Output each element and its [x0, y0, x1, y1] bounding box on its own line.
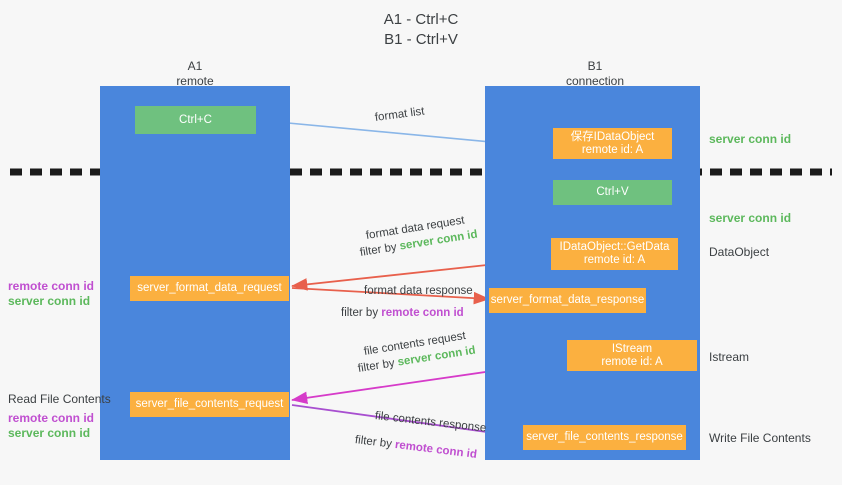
node-server-file-contents-response-label: server_file_contents_response — [526, 431, 683, 443]
column-a1-name: A1 — [187, 59, 203, 73]
node-getdata-line1: IDataObject::GetData — [559, 241, 670, 253]
edge-label-format-data-response: format data response — [364, 285, 473, 297]
node-save-idataobject[interactable]: 保存IDataObject remote id: A — [553, 128, 672, 159]
edge-format-data-response — [291, 287, 490, 305]
filter-prefix: filter by — [341, 307, 382, 319]
node-server-format-data-response[interactable]: server_format_data_response — [489, 288, 646, 313]
right-label-write-file-contents: Write File Contents — [709, 431, 811, 445]
node-server-format-data-request-label: server_format_data_request — [137, 282, 282, 294]
node-ctrl-c[interactable]: Ctrl+C — [135, 106, 256, 134]
left-label-server-conn-id-2: server conn id — [8, 426, 91, 440]
node-save-idataobject-line1: 保存IDataObject — [570, 130, 655, 143]
right-label-dataobject: DataObject — [709, 245, 770, 259]
node-idataobject-getdata[interactable]: IDataObject::GetData remote id: A — [551, 238, 678, 270]
left-label-remote-conn-id-1: remote conn id — [8, 279, 95, 293]
node-ctrl-v[interactable]: Ctrl+V — [553, 180, 672, 205]
node-server-format-data-response-label: server_format_data_response — [490, 294, 645, 306]
right-label-server-conn-id-mid: server conn id — [709, 211, 792, 225]
left-label-read-file-contents: Read File Contents — [8, 392, 111, 406]
node-server-file-contents-response[interactable]: server_file_contents_response — [523, 425, 686, 450]
edge-file-contents-response — [291, 404, 524, 442]
column-b1-role: connection — [565, 74, 625, 88]
node-ctrl-v-label: Ctrl+V — [596, 186, 629, 198]
node-istream-line1: IStream — [611, 342, 653, 355]
right-label-istream: Istream — [709, 350, 750, 364]
column-a1-role: remote — [176, 74, 214, 88]
left-label-remote-conn-id-2: remote conn id — [8, 411, 95, 425]
column-header-a1: A1 remote — [120, 59, 270, 89]
node-istream[interactable]: IStream remote id: A — [567, 340, 697, 371]
right-label-server-conn-id-top: server conn id — [709, 132, 792, 146]
node-istream-line2: remote id: A — [601, 355, 663, 368]
node-ctrl-c-label: Ctrl+C — [179, 113, 212, 126]
node-getdata-line2: remote id: A — [583, 254, 646, 266]
title-line-1: A1 - Ctrl+C — [383, 11, 459, 28]
title-line-2: B1 - Ctrl+V — [384, 31, 458, 48]
node-server-format-data-request[interactable]: server_format_data_request — [130, 276, 289, 301]
node-server-file-contents-request[interactable]: server_file_contents_request — [130, 392, 289, 417]
left-label-server-conn-id-1: server conn id — [8, 294, 91, 308]
node-server-file-contents-request-label: server_file_contents_request — [135, 398, 284, 410]
column-header-b1: B1 connection — [520, 59, 670, 89]
edge-label-format-data-response-filter: filter by remote conn id — [341, 306, 464, 320]
node-save-idataobject-line2: remote id: A — [581, 143, 644, 156]
column-b1-name: B1 — [587, 59, 603, 73]
page-title: A1 - Ctrl+C B1 - Ctrl+V — [0, 10, 842, 50]
filter-key-remote-conn-id: remote conn id — [381, 307, 464, 319]
